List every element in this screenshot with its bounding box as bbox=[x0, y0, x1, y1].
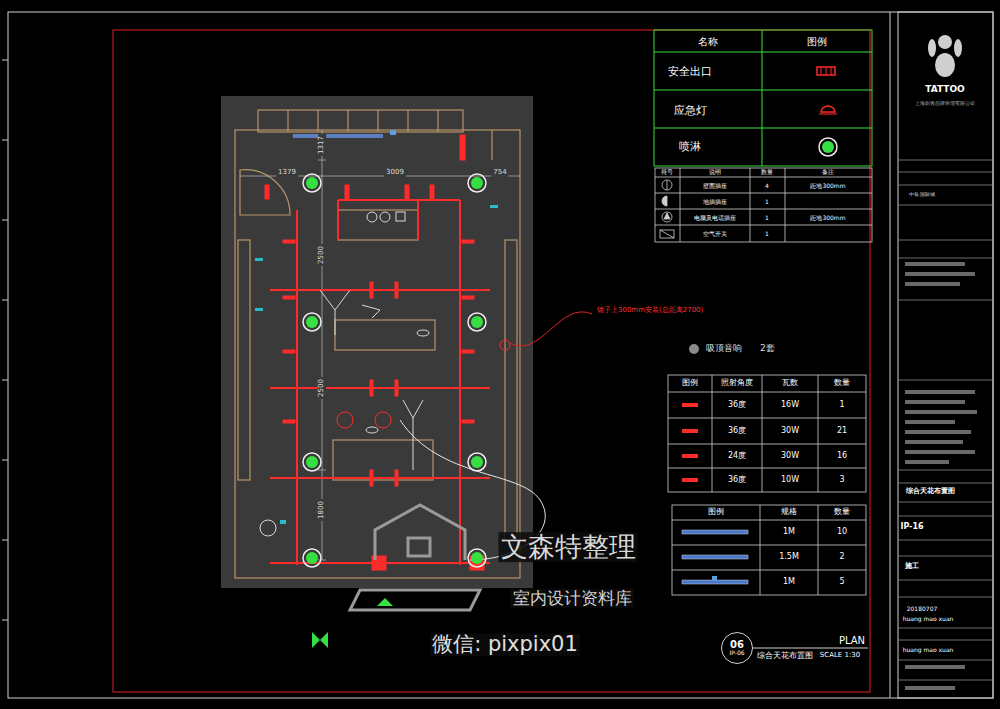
drawing-label: 综合天花布置图 bbox=[757, 652, 813, 661]
drawing-label: 24度 bbox=[728, 452, 746, 461]
drawing-label: 吸顶音响 bbox=[706, 344, 742, 354]
drawing-label: 图例 bbox=[807, 36, 827, 47]
drawing-label: 施工 bbox=[905, 563, 919, 571]
drawing-label: 上海刺青品牌管理有限公司 bbox=[915, 101, 975, 107]
drawing-label: 10W bbox=[781, 476, 799, 485]
drawing-label: 1 bbox=[839, 401, 844, 410]
drawing-label: 36度 bbox=[728, 476, 746, 485]
drawing-label: 10 bbox=[837, 528, 847, 537]
drawing-label: 数量 bbox=[834, 508, 850, 517]
drawing-label: 数量 bbox=[834, 379, 850, 388]
drawing-label: 30W bbox=[781, 427, 799, 436]
drawing-label: 1800 bbox=[318, 499, 326, 521]
drawing-label: 照射角度 bbox=[721, 379, 753, 388]
drawing-label: 21 bbox=[837, 427, 847, 436]
drawing-label: 名称 bbox=[698, 36, 718, 47]
callout-text: 06 bbox=[730, 640, 744, 651]
drawing-label: 2套 bbox=[760, 344, 775, 354]
drawing-label: 数量 bbox=[761, 169, 773, 176]
legend-text: 应急灯 bbox=[674, 105, 707, 117]
drawing-label: 30W bbox=[781, 452, 799, 461]
legend-text: 安全出口 bbox=[668, 66, 712, 78]
drawing-label: 图例 bbox=[708, 508, 724, 517]
drawing-label: 瓦数 bbox=[782, 379, 798, 388]
drawing-label: 1317 bbox=[318, 134, 326, 156]
drawing-label: 电脑及电话插座 bbox=[694, 215, 736, 222]
drawing-label: 16W bbox=[781, 401, 799, 410]
drawing-label: 微信: pixpix01 bbox=[430, 633, 580, 656]
drawing-label: IP-16 bbox=[900, 523, 923, 532]
legend-text: 喷淋 bbox=[679, 141, 701, 153]
drawing-label: 754 bbox=[491, 169, 508, 177]
drawing-label: 1379 bbox=[276, 169, 298, 177]
drawing-label: 空气开关 bbox=[703, 231, 727, 238]
drawing-label: PLAN bbox=[839, 635, 865, 646]
drawing-label: 距地300mm bbox=[810, 183, 845, 190]
drawing-label: 1M bbox=[783, 528, 795, 537]
drawing-label: 壁面插座 bbox=[703, 183, 727, 190]
drawing-label: 4 bbox=[765, 183, 769, 190]
drawing-label: 地插插座 bbox=[703, 199, 727, 206]
drawing-label: 室内设计资料库 bbox=[511, 589, 634, 608]
drawing-label: huang mao xuan bbox=[903, 647, 954, 654]
drawing-label: 综合天花布置图 bbox=[906, 488, 955, 496]
drawing-label: 2 bbox=[839, 553, 844, 562]
drawing-label: 备注 bbox=[822, 169, 834, 176]
drawing-label: 2500 bbox=[318, 377, 326, 399]
drawing-label: 36度 bbox=[728, 401, 746, 410]
drawing-label: 5 bbox=[839, 578, 844, 587]
drawing-label: 20180707 bbox=[907, 606, 938, 613]
drawing-label: 镜子上300mm安装(总距离2700) bbox=[597, 307, 703, 315]
drawing-label: 距地300mm bbox=[810, 215, 845, 222]
drawing-label: 中装·国际城 bbox=[909, 192, 936, 198]
drawing-label: huang mao xuan bbox=[903, 616, 954, 623]
drawing-label: 3009 bbox=[384, 169, 406, 177]
drawing-label: TATTOO bbox=[925, 85, 965, 95]
drawing-label: SCALE 1:30 bbox=[820, 652, 860, 660]
drawing-label: 说明 bbox=[709, 169, 721, 176]
drawing-label: 1 bbox=[765, 199, 769, 206]
drawing-label: 2500 bbox=[318, 244, 326, 266]
drawing-label: 规格 bbox=[781, 508, 797, 517]
drawing-label: 16 bbox=[837, 452, 847, 461]
drawing-label: 1.5M bbox=[779, 553, 799, 562]
drawing-label: 1 bbox=[765, 231, 769, 238]
drawing-label: 符号 bbox=[661, 169, 673, 176]
callout-text: IP-06 bbox=[729, 650, 744, 656]
drawing-label: 图例 bbox=[682, 379, 698, 388]
drawing-label: 36度 bbox=[728, 427, 746, 436]
drawing-label: 1M bbox=[783, 578, 795, 587]
drawing-label: 1 bbox=[765, 215, 769, 222]
drawing-label: 文森特整理 bbox=[499, 532, 638, 562]
callout-circle: 06IP-06 bbox=[721, 632, 753, 664]
drawing-label: 3 bbox=[839, 476, 844, 485]
